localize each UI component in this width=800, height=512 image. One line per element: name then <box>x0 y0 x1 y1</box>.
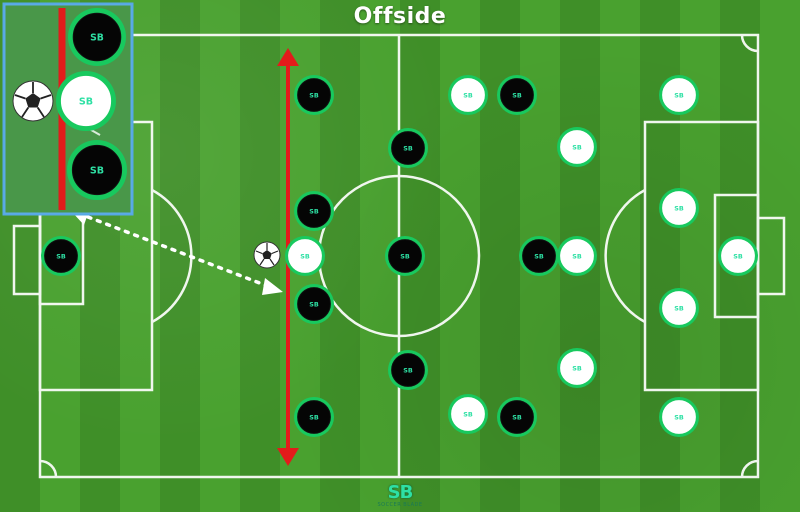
light-player-defender-upper-badge: SB <box>674 204 684 212</box>
dark-player-defender-bottom-badge: SB <box>309 413 319 421</box>
light-player-defender-lower-body <box>662 291 696 325</box>
light-player-midfielder-bottom-badge: SB <box>463 410 473 418</box>
dark-player-defender-top-body <box>297 78 331 112</box>
zoom-light-player-2: SB <box>56 71 116 131</box>
dark-player-defender-top: SB <box>294 75 334 115</box>
brand-subtitle: SOCCER BLADE <box>377 502 423 508</box>
zoom-light-player-2-body <box>60 75 112 127</box>
dark-player-midfielder-center-badge: SB <box>400 252 410 260</box>
light-player-midfielder-bottom: SB <box>448 394 488 434</box>
dark-player-midfielder-top: SB <box>388 128 428 168</box>
zoom-dark-player-1-body <box>72 12 122 62</box>
light-player-midfielder-upper-body <box>560 130 594 164</box>
light-player-midfielder-top-body <box>451 78 485 112</box>
dark-player-goalkeeper-body <box>44 239 78 273</box>
left-goal <box>12 224 42 296</box>
light-player-midfielder-lower-body <box>560 351 594 385</box>
dark-player-forward-bottom-body <box>500 400 534 434</box>
light-player-midfielder-top-badge: SB <box>463 91 473 99</box>
left-penalty-arc <box>151 188 193 324</box>
dark-player-defender-lower-badge: SB <box>309 300 319 308</box>
dark-player-midfielder-top-body <box>391 131 425 165</box>
dark-player-goalkeeper-badge: SB <box>56 252 66 260</box>
dark-player-forward-center-badge: SB <box>534 252 544 260</box>
light-player-goalkeeper-body <box>721 239 755 273</box>
soccer-ball <box>253 241 281 269</box>
offside-line-arrow-bottom <box>277 448 299 466</box>
dark-player-midfielder-bottom-body <box>391 353 425 387</box>
light-player-midfielder-lower: SB <box>557 348 597 388</box>
dark-player-forward-top-body <box>500 78 534 112</box>
light-player-midfielder-center: SB <box>557 236 597 276</box>
light-player-defender-bottom-body <box>662 400 696 434</box>
dark-player-forward-bottom: SB <box>497 397 537 437</box>
light-player-defender-top-body <box>662 78 696 112</box>
dark-player-forward-top-badge: SB <box>512 91 522 99</box>
zoom-dark-player-3: SB <box>67 140 127 200</box>
light-player-midfielder-center-body <box>560 239 594 273</box>
right-penalty-arc <box>604 188 646 324</box>
dark-player-defender-upper: SB <box>294 191 334 231</box>
dark-player-forward-bottom-badge: SB <box>512 413 522 421</box>
offside-line-arrow-top <box>277 48 299 66</box>
brand-mark: SB <box>387 482 414 503</box>
light-player-defender-upper-body <box>662 191 696 225</box>
page-title: Offside <box>353 4 447 29</box>
light-player-attacker-offside-badge: SB <box>300 252 310 260</box>
dark-player-forward-center: SB <box>519 236 559 276</box>
dark-player-defender-upper-badge: SB <box>309 207 319 215</box>
dark-player-defender-lower: SB <box>294 284 334 324</box>
light-player-defender-upper: SB <box>659 188 699 228</box>
dark-player-midfielder-center: SB <box>385 236 425 276</box>
zoom-dark-player-1-badge: SB <box>90 32 104 43</box>
light-player-midfielder-center-badge: SB <box>572 252 582 260</box>
light-player-defender-lower-badge: SB <box>674 304 684 312</box>
right-goal <box>756 216 786 296</box>
dark-player-midfielder-center-body <box>388 239 422 273</box>
light-player-attacker-offside: SB <box>285 236 325 276</box>
players: SB SB SB SB SB SB SB SB SB SB SB SB SB SB SB SB SB SB SB SB… <box>41 8 758 437</box>
dark-player-defender-bottom-body <box>297 400 331 434</box>
corner-arc-br <box>740 459 759 478</box>
zoom-light-player-2-badge: SB <box>79 97 93 108</box>
dark-player-defender-lower-body <box>297 287 331 321</box>
light-player-attacker-offside-body <box>288 239 322 273</box>
pass-arrow <box>72 208 283 295</box>
dark-player-defender-top-badge: SB <box>309 91 319 99</box>
light-player-midfielder-top: SB <box>448 75 488 115</box>
zoom-dark-player-3-body <box>71 144 123 196</box>
light-player-midfielder-upper: SB <box>557 127 597 167</box>
dark-player-defender-upper-body <box>297 194 331 228</box>
dark-player-defender-bottom: SB <box>294 397 334 437</box>
corner-arc-bl <box>39 459 58 478</box>
dark-player-forward-top: SB <box>497 75 537 115</box>
light-player-defender-top: SB <box>659 75 699 115</box>
light-player-defender-top-badge: SB <box>674 91 684 99</box>
light-player-midfielder-upper-badge: SB <box>572 143 582 151</box>
dark-player-midfielder-top-badge: SB <box>403 144 413 152</box>
dark-player-goalkeeper: SB <box>41 236 81 276</box>
light-player-defender-lower: SB <box>659 288 699 328</box>
light-player-goalkeeper: SB <box>718 236 758 276</box>
light-player-midfielder-bottom-body <box>451 397 485 431</box>
corner-arc-tr <box>740 34 759 53</box>
brand-logo: SB SOCCER BLADE <box>373 482 427 509</box>
light-player-midfielder-lower-badge: SB <box>572 364 582 372</box>
light-player-goalkeeper-badge: SB <box>733 252 743 260</box>
light-player-defender-bottom: SB <box>659 397 699 437</box>
zoom-dark-player-3-badge: SB <box>90 166 104 177</box>
zoom-dark-player-1: SB <box>68 8 126 66</box>
dark-player-midfielder-bottom-badge: SB <box>403 366 413 374</box>
dark-player-midfielder-bottom: SB <box>388 350 428 390</box>
pass-arrow-head-end <box>262 278 283 295</box>
zoom-soccer-ball <box>12 80 54 122</box>
light-player-defender-bottom-badge: SB <box>674 413 684 421</box>
dark-player-forward-center-body <box>522 239 556 273</box>
